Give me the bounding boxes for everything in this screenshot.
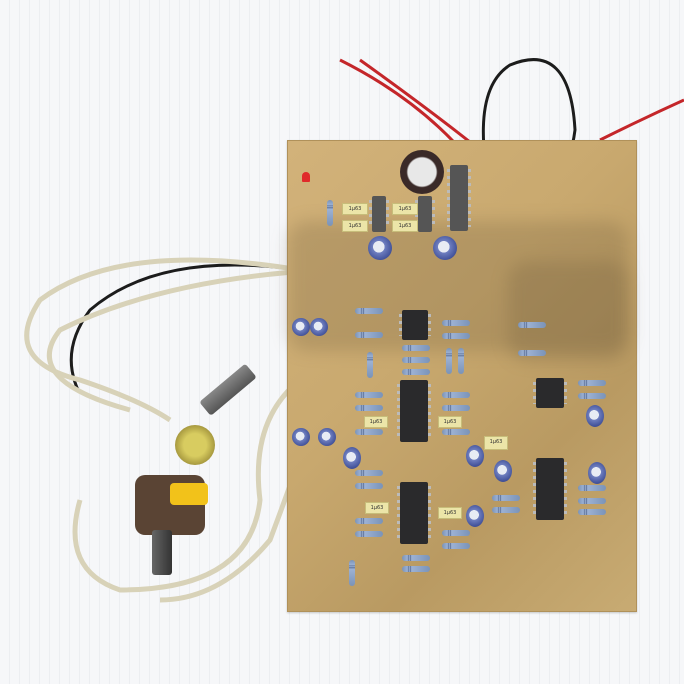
- resistor: [442, 333, 470, 339]
- electrolytic-cap: [318, 428, 336, 446]
- electrolytic-cap: [292, 428, 310, 446]
- resistor: [355, 405, 383, 411]
- film-capacitor: 1µ63: [392, 220, 418, 232]
- resistor: [355, 429, 383, 435]
- electrolytic-cap: [343, 447, 361, 469]
- led: [302, 172, 310, 182]
- resistor: [578, 485, 606, 491]
- electrolytic-cap: [494, 460, 512, 482]
- resistor: [402, 357, 430, 363]
- potentiometer-label: [170, 483, 208, 505]
- electrolytic-cap: [433, 236, 457, 260]
- resistor: [578, 509, 606, 515]
- film-capacitor: 1µ63: [438, 416, 462, 428]
- resistor: [442, 429, 470, 435]
- ic-chip: [533, 378, 567, 408]
- resistor: [442, 405, 470, 411]
- resistor: [355, 483, 383, 489]
- electrolytic-cap: [586, 405, 604, 427]
- resistor: [327, 200, 333, 226]
- resistor: [355, 518, 383, 524]
- resistor: [355, 332, 383, 338]
- ic-chip: [399, 310, 431, 340]
- resistor: [402, 566, 430, 572]
- film-capacitor: 1µ63: [365, 502, 389, 514]
- resistor: [349, 560, 355, 586]
- resistor: [492, 495, 520, 501]
- resistor: [402, 345, 430, 351]
- film-capacitor: 1µ63: [342, 220, 368, 232]
- resistor: [367, 352, 373, 378]
- film-capacitor: 1µ63: [392, 203, 418, 215]
- film-capacitor: 1µ63: [342, 203, 368, 215]
- potentiometer-shaft: [152, 530, 172, 575]
- resistor: [402, 369, 430, 375]
- resistor: [442, 543, 470, 549]
- regulator: [369, 196, 389, 232]
- electrolytic-cap: [588, 462, 606, 484]
- potentiometer: [175, 425, 215, 465]
- resistor: [442, 530, 470, 536]
- resistor: [518, 322, 546, 328]
- electrolytic-cap: [310, 318, 328, 336]
- resistor: [355, 392, 383, 398]
- electrolytic-cap: [466, 445, 484, 467]
- resistor: [518, 350, 546, 356]
- resistor: [355, 470, 383, 476]
- ic-chip: [533, 458, 567, 520]
- ic-chip: [397, 380, 431, 442]
- main-capacitor: [400, 150, 444, 194]
- regulator: [415, 196, 435, 232]
- film-capacitor: 1µ63: [484, 436, 508, 450]
- resistor: [446, 348, 452, 374]
- resistor: [578, 380, 606, 386]
- electrolytic-cap: [466, 505, 484, 527]
- resistor: [458, 348, 464, 374]
- resistor: [578, 498, 606, 504]
- resistor: [492, 507, 520, 513]
- resistor: [355, 308, 383, 314]
- film-capacitor: 1µ63: [438, 507, 462, 519]
- electrolytic-cap: [292, 318, 310, 336]
- resistor: [442, 392, 470, 398]
- resistor: [355, 531, 383, 537]
- ic-chip: [397, 482, 431, 544]
- film-capacitor: 1µ63: [364, 416, 388, 428]
- heatsink: [447, 165, 471, 231]
- resistor: [402, 555, 430, 561]
- resistor: [442, 320, 470, 326]
- electrolytic-cap: [368, 236, 392, 260]
- resistor: [578, 393, 606, 399]
